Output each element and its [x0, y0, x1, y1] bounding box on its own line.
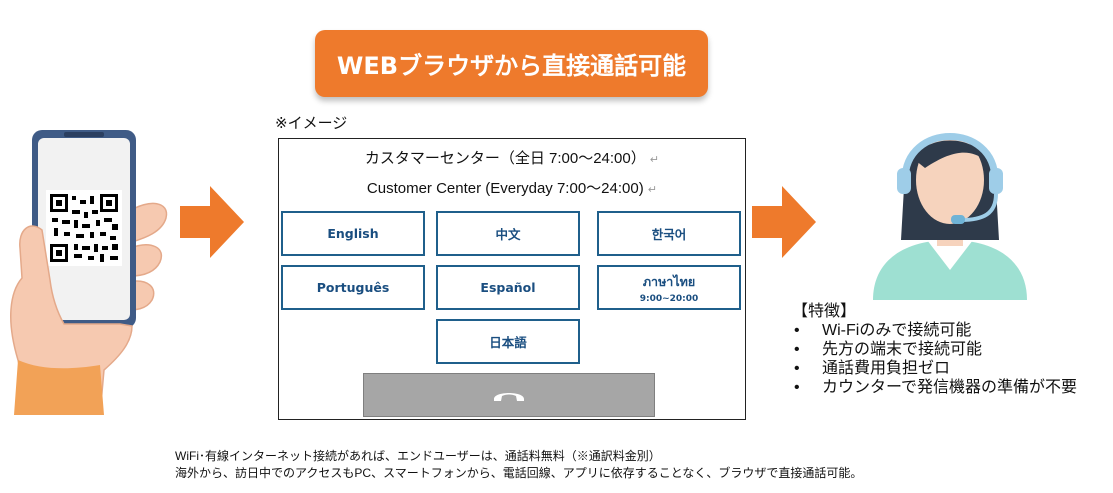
- feature-item: カウンターで発信機器の準備が不要: [792, 378, 1113, 397]
- language-button-chinese[interactable]: 中文: [436, 211, 580, 256]
- phone-qr-illustration: [10, 130, 168, 415]
- footer-line: WiFi･有線インターネット接続があれば、エンドユーザーは、通話料無料（※通訳料…: [175, 449, 661, 463]
- customer-center-title-en: Customer Center (Everyday 7:00～24:00) ↵: [366, 180, 658, 197]
- phone-hangup-icon: [494, 393, 524, 401]
- headline-text: WEBブラウザから直接通話可能: [336, 52, 687, 80]
- language-button-spanish[interactable]: Español: [436, 265, 580, 310]
- features-box: 【特徴】 Wi-Fiのみで接続可能 先方の端末で接続可能 通話費用負担ゼロ カウ…: [792, 303, 1113, 397]
- qr-code-icon: [46, 190, 122, 266]
- mock-browser-screen: カスタマーセンター（全日 7:00～24:00） ↵ Customer Cent…: [278, 138, 746, 420]
- hang-up-button[interactable]: [363, 373, 655, 417]
- features-title: 【特徴】: [792, 303, 857, 320]
- feature-item: 通話費用負担ゼロ: [792, 359, 1113, 378]
- arrow-right-icon: [180, 186, 244, 258]
- language-button-english[interactable]: English: [281, 211, 425, 256]
- footer-line: 海外から、訪日中でのアクセスもPC、スマートフォンから、電話回線、アプリに依存す…: [175, 466, 863, 480]
- operator-illustration: [873, 133, 1027, 300]
- language-button-portuguese[interactable]: Português: [281, 265, 425, 310]
- headline-banner: WEBブラウザから直接通話可能: [315, 30, 708, 97]
- language-button-japanese[interactable]: 日本語: [436, 319, 580, 364]
- thai-hours: 9:00~20:00: [639, 293, 699, 304]
- image-note: ※イメージ: [275, 114, 348, 132]
- feature-item: Wi-Fiのみで接続可能: [792, 321, 1113, 340]
- language-button-thai[interactable]: ภาษาไทย 9:00~20:00: [597, 265, 741, 310]
- footer-notes: WiFi･有線インターネット接続があれば、エンドユーザーは、通話料無料（※通訳料…: [175, 448, 862, 482]
- customer-center-title-jp: カスタマーセンター（全日 7:00～24:00） ↵: [364, 150, 660, 167]
- feature-item: 先方の端末で接続可能: [792, 340, 1113, 359]
- language-button-korean[interactable]: 한국어: [597, 211, 741, 256]
- arrow-right-icon: [752, 186, 816, 258]
- features-list: Wi-Fiのみで接続可能 先方の端末で接続可能 通話費用負担ゼロ カウンターで発…: [792, 321, 1113, 397]
